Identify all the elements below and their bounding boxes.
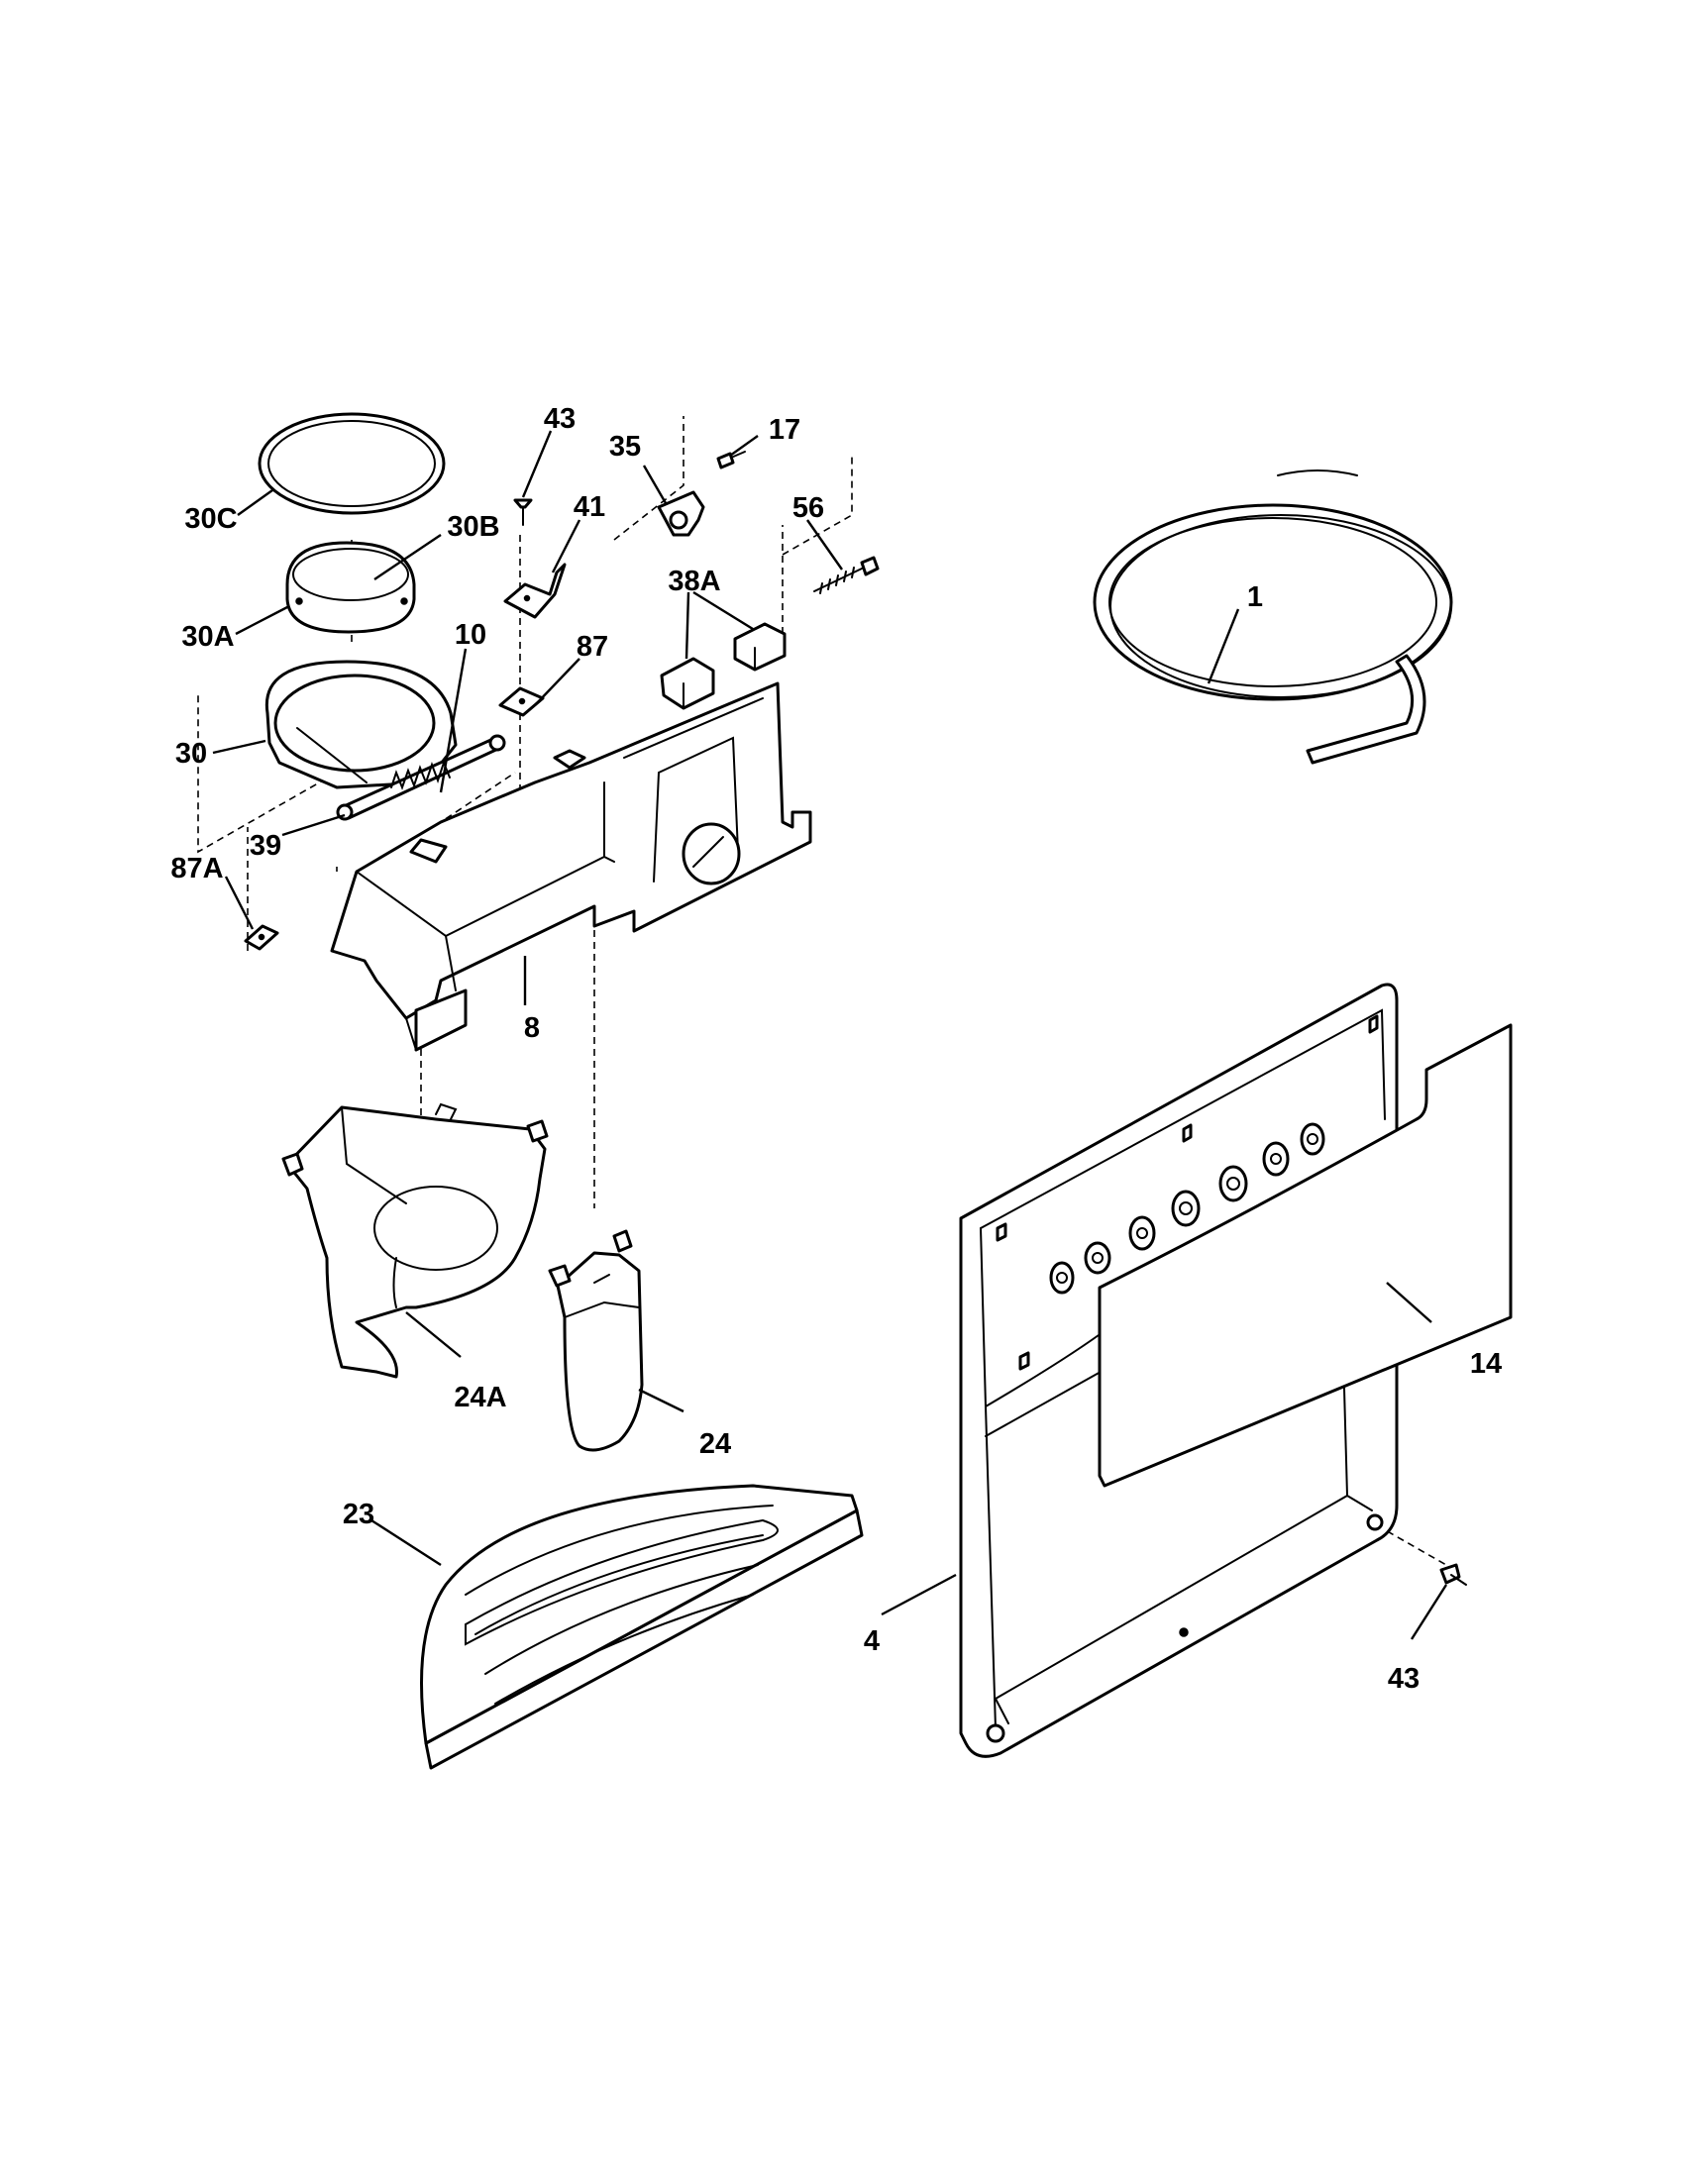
label-43-lower: 43: [1388, 1663, 1420, 1695]
part-43-screw-lower: [1439, 1563, 1467, 1586]
label-4: 4: [864, 1625, 880, 1657]
part-labels: 43 35 17 30C 30B 41 56 30A 38A 10 87 1 3…: [170, 403, 1502, 1695]
label-24: 24: [699, 1428, 731, 1460]
part-10-spring: [390, 760, 451, 790]
part-56-screw: [813, 556, 880, 594]
label-8: 8: [524, 1012, 540, 1044]
part-17-screw: [716, 451, 746, 469]
label-87a: 87A: [170, 853, 223, 884]
label-14: 14: [1470, 1348, 1502, 1380]
part-30-ring-bracket: [264, 660, 458, 789]
label-23: 23: [343, 1499, 374, 1530]
part-14-overlay: [1098, 1023, 1513, 1488]
part-38a-switch-left: [660, 657, 715, 710]
part-24-flapper: [548, 1229, 644, 1452]
part-87a-clip: [244, 924, 279, 951]
label-17: 17: [769, 414, 800, 446]
label-41: 41: [574, 491, 605, 523]
label-87: 87: [577, 631, 608, 663]
label-30b: 30B: [447, 511, 499, 543]
part-43-screw-upper: [513, 498, 533, 526]
part-24a-chute: [281, 1102, 549, 1379]
part-87-clip: [498, 686, 545, 717]
part-23-drip-tray: [420, 1484, 864, 1770]
label-1: 1: [1247, 581, 1263, 613]
label-24a: 24A: [454, 1382, 506, 1413]
label-56: 56: [792, 492, 824, 524]
part-1-tubing: [1093, 469, 1453, 765]
part-41-bracket: [503, 563, 567, 619]
label-30: 30: [175, 738, 207, 770]
label-38a: 38A: [668, 566, 720, 597]
label-10: 10: [455, 619, 486, 651]
part-8-housing: [330, 681, 812, 1052]
part-38a-switch-right: [733, 622, 787, 672]
label-43-upper: 43: [544, 403, 576, 435]
part-30a-cover: [285, 541, 416, 634]
label-30a: 30A: [181, 621, 234, 653]
part-30c-gasket: [258, 412, 446, 515]
label-39: 39: [250, 830, 281, 862]
label-30c: 30C: [184, 503, 237, 535]
label-35: 35: [609, 431, 641, 463]
part-35-cam: [657, 490, 705, 537]
leader-lines: [212, 430, 1448, 1640]
